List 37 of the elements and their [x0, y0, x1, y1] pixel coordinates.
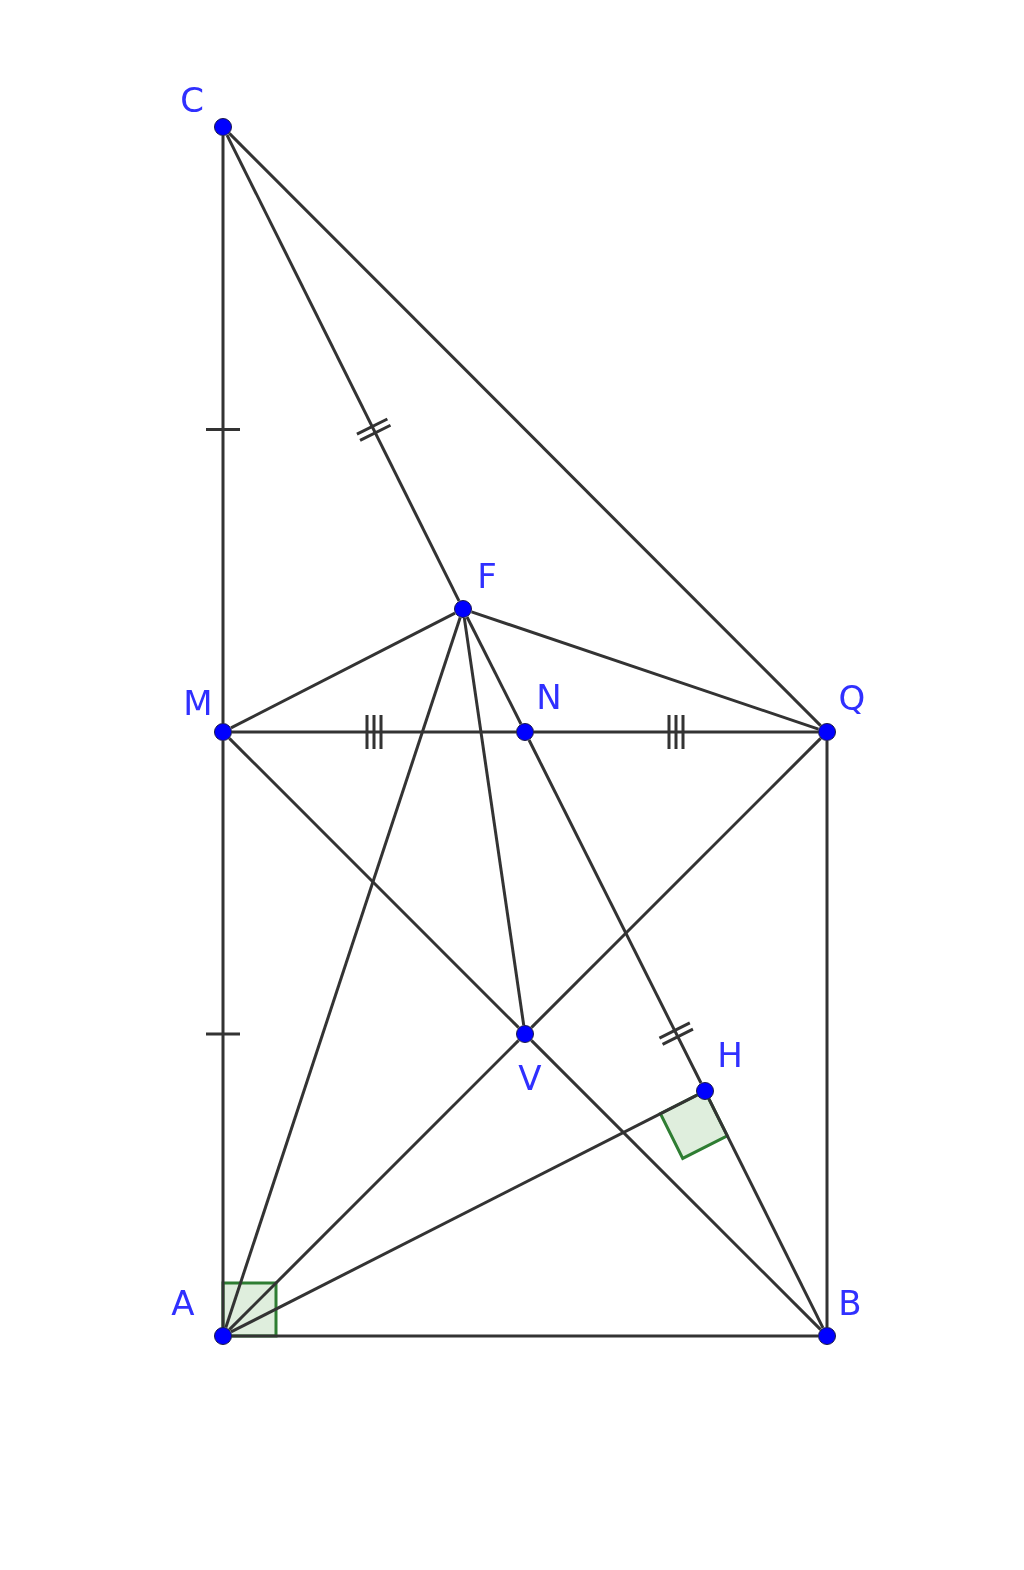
line-segment [462, 617, 526, 1026]
line-segment [471, 610, 819, 731]
point-label: Q [838, 681, 866, 715]
point-label: F [477, 559, 497, 593]
line-segment [232, 1334, 818, 1338]
point-label: V [518, 1061, 542, 1095]
line-segment [534, 730, 818, 734]
line-segment [707, 1098, 825, 1329]
line-segment [230, 1093, 698, 1334]
line-segment [530, 737, 822, 1029]
point-dot [454, 600, 472, 618]
line-segment [225, 134, 461, 602]
point-label: A [171, 1286, 195, 1320]
line-segment [230, 611, 456, 730]
line-segment [221, 741, 225, 1327]
line-segment [228, 737, 520, 1029]
point-dot [516, 723, 534, 741]
point-label: H [717, 1038, 743, 1072]
line-segment [465, 616, 523, 725]
point-label: C [180, 83, 204, 117]
point-dot [214, 118, 232, 136]
line-segment [228, 132, 822, 727]
point-dot [214, 723, 232, 741]
line-segment [232, 730, 516, 734]
line-segment [825, 741, 829, 1327]
point-label: N [536, 680, 562, 714]
line-segment [221, 136, 225, 723]
line-segment [228, 1039, 520, 1331]
line-segment [527, 739, 703, 1084]
point-dot [696, 1082, 714, 1100]
line-segment [530, 1039, 822, 1331]
point-dot [818, 1327, 836, 1345]
line-segment [224, 617, 462, 1328]
point-label: B [838, 1286, 862, 1320]
point-dot [818, 723, 836, 741]
point-label: M [183, 686, 213, 720]
point-dot [214, 1327, 232, 1345]
